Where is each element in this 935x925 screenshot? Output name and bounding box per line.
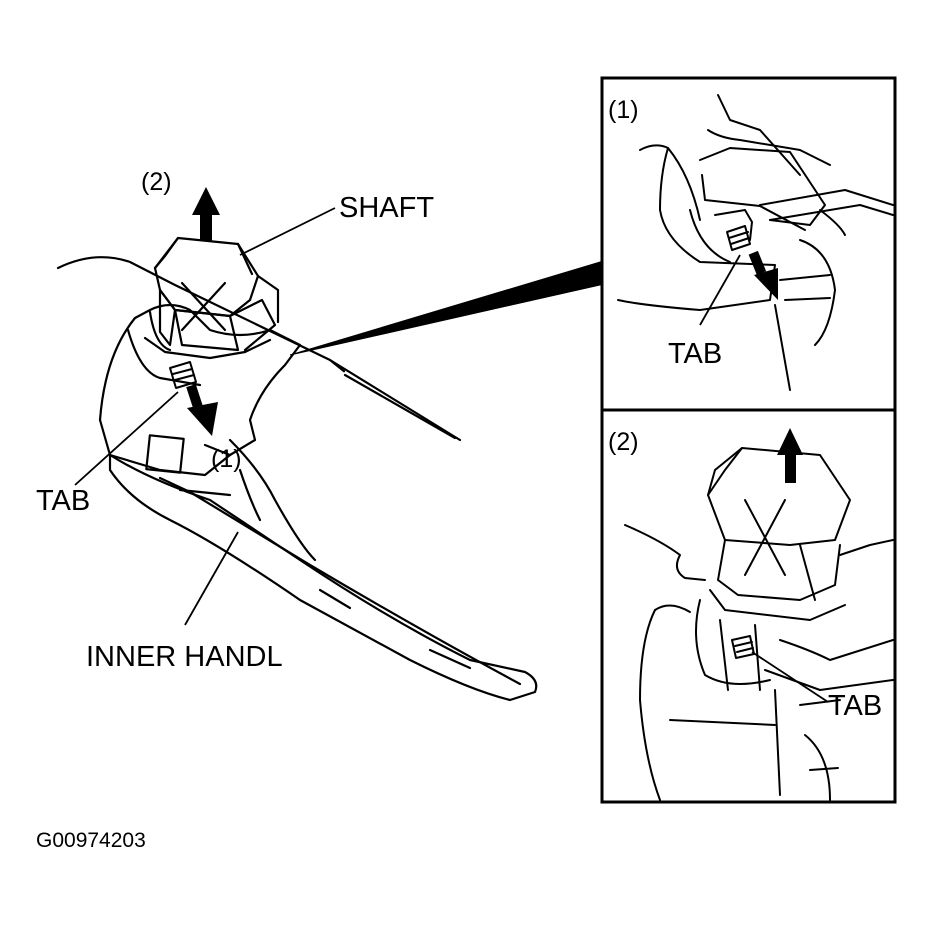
step-2-label-inset: (2) bbox=[608, 428, 639, 456]
shaft-label: SHAFT bbox=[339, 192, 435, 224]
main-tab bbox=[169, 361, 197, 389]
inner-handle-label: INNER HANDL bbox=[86, 641, 283, 673]
inset-frame-2 bbox=[600, 408, 897, 804]
arrow-up-icon bbox=[777, 428, 803, 483]
inset-frame-1 bbox=[600, 76, 897, 412]
arrow-up-icon bbox=[192, 187, 220, 241]
figure-code: G00974203 bbox=[36, 829, 146, 852]
callout-wedge bbox=[289, 261, 601, 356]
step-1-label-main: (1) bbox=[211, 445, 242, 473]
handle-housing bbox=[98, 303, 302, 457]
step-1-label-inset: (1) bbox=[608, 96, 639, 124]
tab-label-main: TAB bbox=[36, 485, 91, 517]
tab-label-inset-1: TAB bbox=[668, 338, 723, 370]
step-2-label-main: (2) bbox=[141, 168, 172, 196]
shaft-body bbox=[143, 236, 280, 360]
main-arrows bbox=[186, 187, 220, 436]
tab-label-inset-2: TAB bbox=[828, 690, 883, 722]
main-assembly bbox=[56, 236, 538, 702]
arrow-down-icon bbox=[186, 384, 218, 436]
arrow-down-icon bbox=[748, 250, 778, 300]
main-leaders bbox=[74, 207, 336, 626]
housing-square-opening bbox=[145, 434, 185, 474]
